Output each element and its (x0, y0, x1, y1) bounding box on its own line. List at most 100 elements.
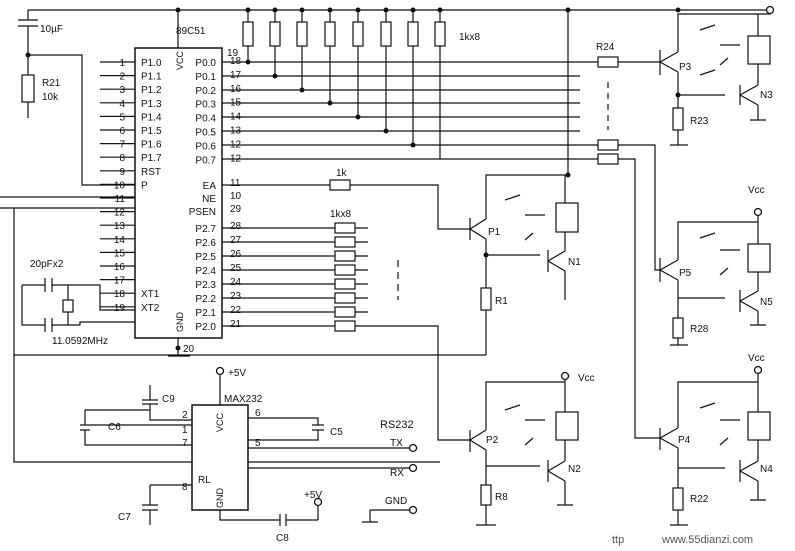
mcu-p2-pin-name: P2.2 (195, 294, 216, 305)
mcu-left-pin-name: XT1 (141, 289, 160, 300)
n3-label: N3 (760, 90, 773, 101)
mcu-p0-pin-number: 12 (230, 139, 242, 150)
resistor-pack-top (242, 10, 446, 159)
mcu-left-pin-number: 19 (114, 303, 126, 314)
r-pack-top-label: 1kx8 (459, 32, 481, 43)
max232-label: MAX232 (224, 394, 263, 405)
n5-label: N5 (760, 297, 773, 308)
max-pin-5: 5 (255, 438, 261, 449)
mcu-ctrl-pin-number: 29 (230, 204, 242, 215)
max232-vcc-label: VCC (215, 412, 225, 432)
mcu-p0-pin-number: 17 (230, 70, 242, 81)
terminals (215, 5, 775, 515)
mcu-ctrl-pin-name: EA (203, 181, 217, 192)
p2-label: P2 (486, 435, 499, 446)
r24-label: R24 (596, 42, 615, 53)
mcu-left-pin-number: 15 (114, 248, 126, 259)
max-pin-2: 2 (182, 410, 188, 421)
mcu-p0-pin-name: P0.4 (195, 114, 216, 125)
r1-label: R1 (495, 296, 508, 307)
mcu-left-pin-number: 3 (119, 85, 125, 96)
mcu-p0-pin-number: 15 (230, 98, 242, 109)
mcu-p0-pin-name: P0.1 (195, 72, 216, 83)
n1-label: N1 (568, 257, 581, 268)
mcu-left-pin-number: 16 (114, 262, 126, 273)
p1-label: P1 (488, 227, 501, 238)
max-pin-8: 8 (182, 482, 188, 493)
mcu-p2-pin-number: 27 (230, 235, 242, 246)
watermark: www.55dianzi.com (661, 534, 753, 546)
c5-label: C5 (330, 427, 343, 438)
n4-label: N4 (760, 464, 773, 475)
wires (0, 9, 771, 526)
n2-label: N2 (568, 464, 581, 475)
mcu-left-pin-number: 17 (114, 276, 126, 287)
mcu-left-pin-name: P1.3 (141, 99, 162, 110)
mcu-left-pin-number: 7 (119, 140, 125, 151)
mcu-left-pin-number: 10 (114, 180, 126, 191)
max232-gnd-label: GND (215, 488, 225, 509)
mcu-left-pin-name: P1.7 (141, 153, 162, 164)
rx-label: RX (390, 468, 404, 479)
mcu-p2-pin-name: P2.6 (195, 238, 216, 249)
mcu-p2-pin-number: 24 (230, 277, 242, 288)
r28-label: R28 (690, 324, 709, 335)
mcu-left-pin-name: XT2 (141, 303, 160, 314)
mcu-left-pin-name: P1.2 (141, 85, 162, 96)
mcu-left-pin-name: RST (141, 167, 161, 178)
mcu-left-pin-number: 14 (114, 235, 126, 246)
mcu-left-pin-number: 11 (115, 194, 126, 205)
mcu-p2-pin-name: P2.4 (195, 266, 216, 277)
mcu-p2-pin-number: 21 (230, 319, 242, 330)
mcu-p2-pin-name: P2.1 (195, 308, 216, 319)
mcu-left-pin-number: 6 (119, 126, 125, 137)
mcu-p0-pin-number: 13 (230, 126, 242, 137)
r-1k-label: 1k (336, 168, 348, 179)
mcu-p2-pin-number: 28 (230, 221, 242, 232)
mcu-p2-pin-name: P2.3 (195, 280, 216, 291)
mcu-p2-pin-name: P2.0 (195, 322, 216, 333)
mcu-p2-pin-number: 23 (230, 291, 242, 302)
mcu-p0-pin-number: 18 (230, 56, 242, 67)
mcu-left-pin-number: 2 (119, 72, 125, 83)
mcu-p0-pin-name: P0.6 (195, 141, 216, 152)
vcc-label-2: Vcc (578, 373, 595, 384)
vcc-label-1: Vcc (748, 185, 765, 196)
mcu-p0-pin-name: P0.0 (195, 58, 216, 69)
r8-label: R8 (495, 492, 508, 503)
max-pin-6: 6 (255, 408, 261, 419)
r21-label: R21 (42, 78, 61, 89)
mcu-left-pin-number: 18 (114, 289, 126, 300)
tx-label: TX (390, 438, 403, 449)
mcu-p2-pin-number: 25 (230, 263, 242, 274)
max232-body (191, 404, 249, 511)
mcu-p0-pin-name: P0.5 (195, 128, 216, 139)
mcu-p0-pin-name: P0.3 (195, 100, 216, 111)
mcu-gnd-label: GND (175, 312, 185, 333)
r23-label: R23 (690, 116, 709, 127)
r-pack-mid-label: 1kx8 (330, 209, 352, 220)
mcu-body (134, 47, 223, 339)
mcu-left-pin-name: P1.6 (141, 140, 162, 151)
c9-label: C9 (162, 394, 175, 405)
mcu-left-pin-number: 8 (119, 153, 125, 164)
mcu-left-pin-name: P1.1 (141, 72, 162, 83)
max232-rl-label: RL (198, 475, 211, 486)
mcu-left-pin-number: 9 (119, 167, 125, 178)
mcu-ctrl-pin-number: 10 (230, 191, 242, 202)
p5-label: P5 (679, 268, 692, 279)
mcu-p0-pin-name: P0.2 (195, 86, 216, 97)
labels: 10µF R21 10k 89C51 VCC GND 19 20 1kx8 1k… (30, 24, 773, 546)
mcu-p2-pin-number: 26 (230, 249, 242, 260)
mcu-left-pin-name: P1.4 (141, 112, 162, 123)
watermark-prefix: ttp (612, 534, 624, 546)
c6-label: C6 (108, 422, 121, 433)
mcu-p0-pin-name: P0.7 (195, 155, 216, 166)
crystal-caps-label: 20pFx2 (30, 259, 64, 270)
r21-value: 10k (42, 92, 59, 103)
max-pin-1: 1 (182, 425, 188, 436)
mcu-p2-pin-name: P2.5 (195, 252, 216, 263)
